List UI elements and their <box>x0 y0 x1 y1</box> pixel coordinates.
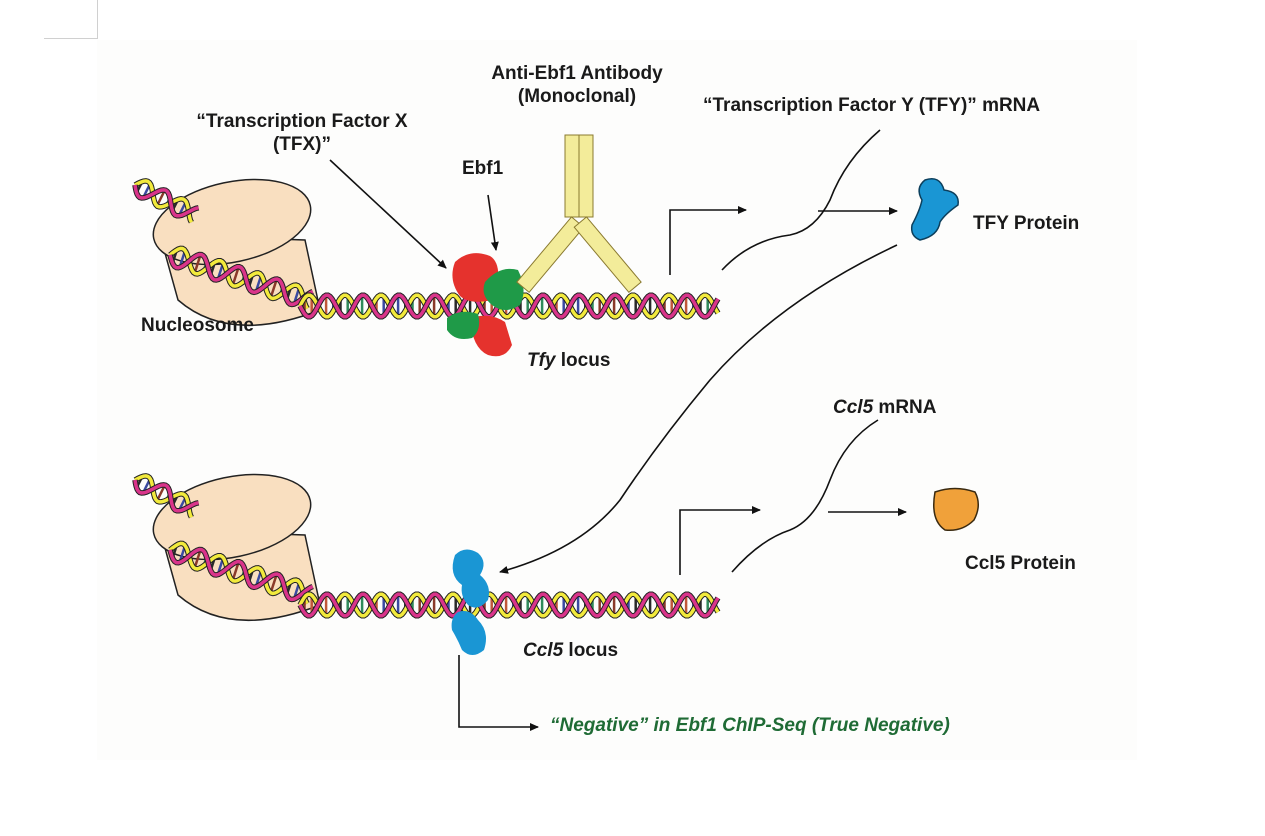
tfy-protein-shape <box>910 178 959 241</box>
antibody-label: Anti-Ebf1 Antibody (Monoclonal) <box>462 63 692 109</box>
dna-base-pair <box>269 573 278 594</box>
dna-strand <box>134 474 193 518</box>
ccl5-locus-label: Ccl5 locus <box>523 640 618 663</box>
ccl5-protein-shape <box>933 487 979 532</box>
ccl5-mrna-word: mRNA <box>873 397 937 418</box>
dna-strand <box>134 179 193 223</box>
tfy-gene-name: Tfy <box>527 350 556 371</box>
tfy-locus-word: locus <box>555 350 611 371</box>
ebf1-protein <box>447 268 524 339</box>
antibody-label-line1: Anti-Ebf1 Antibody <box>491 63 663 84</box>
anti-ebf1-antibody <box>516 134 642 294</box>
dna-strand <box>298 293 720 319</box>
dna-helix-top <box>132 178 721 320</box>
dna-strand <box>298 592 720 618</box>
chip-seq-result-label: “Negative” in Ebf1 ChIP-Seq (True Negati… <box>550 715 950 736</box>
dna-base-pair <box>231 561 240 581</box>
ccl5-gene-name: Ccl5 <box>523 640 564 661</box>
tfy-mrna-label: “Transcription Factor Y (TFY)” mRNA <box>703 95 1041 116</box>
chip-result-arrow <box>458 655 539 731</box>
ccl5-protein-label: Ccl5 Protein <box>965 553 1076 574</box>
tfy-bound-protein-bottom <box>451 611 486 655</box>
ccl5-mrna-label: Ccl5 mRNA <box>833 397 936 420</box>
ccl5-transcription-start-arrow <box>679 506 761 575</box>
dna-strand <box>168 252 314 307</box>
corner-frame <box>44 0 98 39</box>
ccl5-locus-word: locus <box>563 640 619 661</box>
dna-strand <box>133 184 199 218</box>
nucleosome-label: Nucleosome <box>141 315 254 336</box>
tfy-binding-arrow <box>499 244 898 574</box>
dna-base-pair <box>193 549 202 569</box>
dna-strand <box>168 246 309 310</box>
ccl5-mrna-gene-name: Ccl5 <box>833 397 874 418</box>
ebf1-label: Ebf1 <box>462 158 504 179</box>
dna-base-pair <box>193 254 202 274</box>
tfx-label-line2: (TFX)” <box>272 133 332 155</box>
dna-strand <box>298 592 720 618</box>
tfx-label: “Transcription Factor X (TFX)” <box>152 111 452 157</box>
dna-base-pair <box>269 278 278 299</box>
tfy-protein-label: TFY Protein <box>973 213 1080 234</box>
tfy-transcription-start-arrow <box>669 206 747 275</box>
diagram-panel <box>97 40 1137 760</box>
tfy-bound-protein-top <box>452 549 489 608</box>
tfy-locus-label: Tfy locus <box>527 350 610 373</box>
ebf1-pointer-arrow <box>487 194 499 251</box>
antibody-label-line2: (Monoclonal) <box>517 85 637 107</box>
dna-strand <box>168 547 314 602</box>
dna-strand <box>133 479 199 513</box>
tfx-pointer-arrow <box>329 159 447 269</box>
ccl5-mrna-strand <box>731 419 879 573</box>
dna-base-pair <box>231 266 240 286</box>
dna-strand <box>168 541 309 605</box>
tfx-label-line1: “Transcription Factor X <box>196 111 408 132</box>
tfy-mrna-strand <box>721 129 881 271</box>
